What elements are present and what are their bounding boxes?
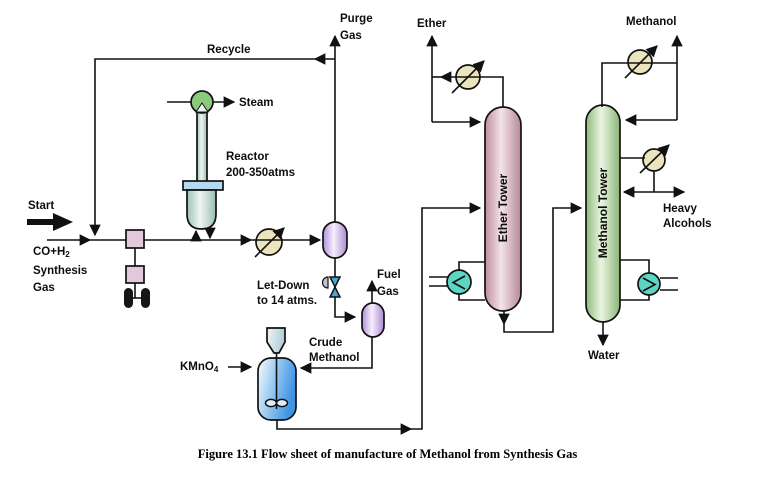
agitator-impeller-left	[264, 398, 278, 408]
methanol-overhead-line	[601, 62, 677, 107]
figure-caption: Figure 13.1 Flow sheet of manufacture of…	[197, 447, 578, 461]
ether-reboiler-draw	[458, 261, 485, 271]
letdown-valve-outlet	[334, 297, 357, 323]
syngas-formula: CO+H	[33, 246, 66, 258]
heavy-alcohols-label-line2: Alcohols	[663, 218, 712, 230]
methanol-reboiler-draw	[620, 259, 650, 273]
letdown-valve-body-bottom	[328, 285, 342, 298]
heavy-alcohols-label: Heavy Alcohols	[663, 202, 712, 232]
ether-reboiler-return	[458, 294, 485, 301]
reactor-vessel	[186, 189, 217, 230]
cooler-utility-arrow	[254, 227, 285, 258]
reactor-label-line1: Reactor	[226, 151, 269, 163]
ether-product-label: Ether	[417, 18, 447, 30]
compressor-stage-1	[125, 229, 145, 249]
hp-separator-vessel	[322, 221, 348, 259]
tank-hopper	[266, 327, 286, 354]
fuel-gas-label: Fuel Gas	[377, 267, 401, 301]
letdown-label: Let-Down to 14 atms.	[257, 279, 317, 309]
crude-methanol-label: Crude Methanol	[309, 336, 359, 366]
purge-gas-label: Purge Gas	[340, 11, 373, 45]
syngas-label-line2: Synthesis	[33, 265, 88, 277]
reactor-flange	[182, 180, 224, 191]
tank-outlet-line	[276, 420, 413, 435]
agitator-impeller-right	[275, 398, 289, 408]
methanol-reboiler	[637, 272, 661, 296]
start-label: Start	[28, 200, 55, 212]
ether-condenser-utility-arrow	[451, 60, 485, 94]
letdown-valve-actuator	[321, 276, 329, 289]
methanol-reboiler-return	[620, 295, 650, 301]
recycle-label: Recycle	[207, 44, 251, 56]
ether-tower-label: Ether Tower	[496, 173, 510, 243]
fuel-gas-label-line1: Fuel	[377, 269, 401, 281]
methanol-condenser-utility-arrow	[624, 45, 658, 79]
syngas-formula-subscript: 2	[65, 250, 70, 259]
reactor-label-line2: 200-350atms	[226, 167, 296, 179]
kmno4-formula: KMnO	[180, 361, 214, 373]
kmno4-label: KMnO4	[180, 359, 218, 378]
letdown-label-line2: to 14 atms.	[257, 295, 318, 307]
reactor-neck-tip	[195, 102, 209, 113]
crude-methanol-label-line2: Methanol	[309, 352, 360, 364]
letdown-valve-body-top	[328, 276, 342, 289]
recycle-line	[89, 58, 315, 237]
fuel-gas-label-line2: Gas	[377, 286, 399, 298]
ether-tower-feed-line	[411, 202, 482, 430]
compressor-motor-bar-right	[141, 288, 150, 308]
methanol-reboiler-coil	[642, 277, 657, 292]
kmno4-formula-subscript: 4	[213, 365, 219, 374]
ether-bottoms-to-methanol-tower	[503, 202, 583, 333]
heavy-alcohols-label-line1: Heavy	[663, 203, 697, 215]
ether-overhead-line	[439, 71, 504, 107]
methanol-tower-label: Methanol Tower	[596, 167, 610, 259]
letdown-label-line1: Let-Down	[257, 280, 310, 292]
steam-label: Steam	[239, 97, 274, 109]
start-arrow	[27, 213, 73, 231]
compressor-motor-bar-left	[124, 288, 133, 308]
sidedraw-cooler-utility-arrow	[639, 144, 670, 174]
crude-methanol-line	[299, 337, 373, 374]
ether-reboiler	[446, 269, 472, 295]
crude-methanol-label-line1: Crude	[309, 337, 343, 349]
purge-gas-label-line1: Purge	[340, 13, 373, 25]
compressor-stage-2	[125, 265, 145, 284]
water-label: Water	[588, 350, 620, 362]
syngas-label-line3: Gas	[33, 282, 55, 294]
letdown-drum-vessel	[361, 302, 385, 338]
reactor-label: Reactor 200-350atms	[226, 149, 295, 181]
syngas-label: CO+H2 Synthesis Gas	[33, 244, 87, 297]
purge-gas-label-line2: Gas	[340, 30, 362, 42]
methanol-product-label: Methanol	[626, 16, 677, 28]
reactor-neck	[196, 108, 208, 184]
ether-reboiler-coil	[451, 275, 466, 290]
